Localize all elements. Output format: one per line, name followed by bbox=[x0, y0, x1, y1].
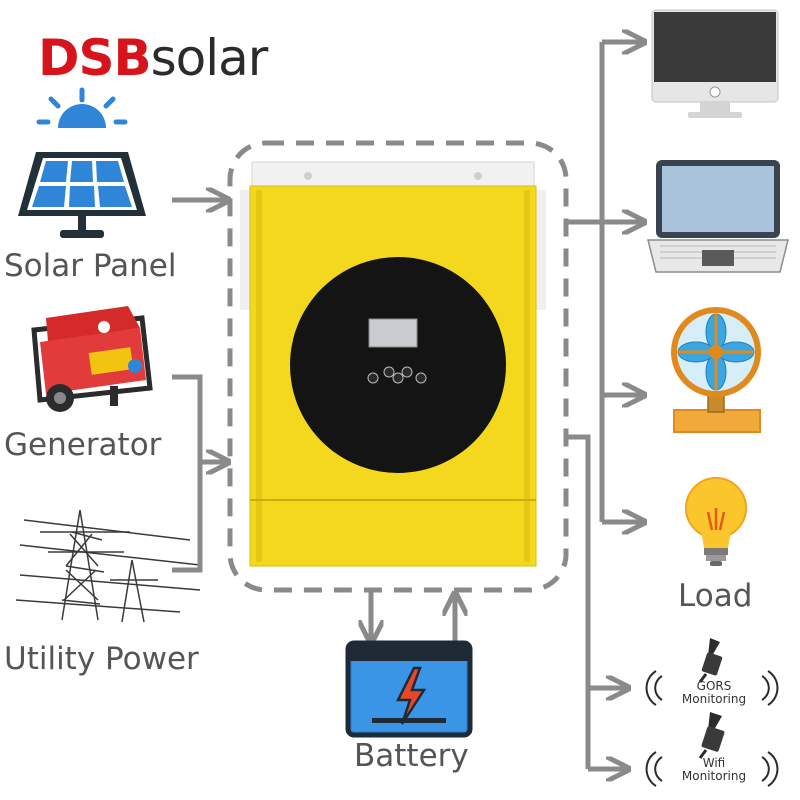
fan-icon bbox=[671, 307, 761, 433]
solar-panel-icon bbox=[18, 87, 146, 238]
gprs-label-line1: GORS bbox=[696, 679, 732, 693]
desktop-monitor-icon bbox=[651, 9, 779, 118]
utility-power-label: Utility Power bbox=[4, 641, 199, 677]
battery-icon bbox=[345, 640, 473, 738]
generator-icon bbox=[31, 306, 153, 412]
inverter-buttons bbox=[367, 366, 427, 384]
wifi-dongle-icon bbox=[645, 712, 779, 787]
gprs-label-line2: Monitoring bbox=[681, 692, 747, 706]
brand-logo-part2: solar bbox=[150, 29, 269, 87]
brand-logo-part1: DSB bbox=[38, 29, 152, 87]
inverter-lcd bbox=[368, 318, 418, 348]
monitoring-bus bbox=[568, 434, 591, 769]
generator-label: Generator bbox=[4, 427, 162, 463]
wifi-label-line2: Monitoring bbox=[681, 769, 747, 783]
inverter-unit bbox=[240, 161, 546, 567]
battery-label: Battery bbox=[354, 738, 469, 774]
load-label: Load bbox=[678, 578, 753, 614]
laptop-icon bbox=[647, 160, 789, 273]
inverter-display-disc bbox=[290, 257, 506, 473]
brand-logo: DSBsolar bbox=[38, 28, 269, 88]
utility-pylon-icon bbox=[15, 509, 201, 623]
gprs-dongle-icon bbox=[645, 638, 779, 706]
wifi-monitoring-label: Wifi Monitoring bbox=[672, 757, 756, 783]
wifi-label-line1: Wifi bbox=[702, 756, 726, 770]
gprs-monitoring-label: GORS Monitoring bbox=[672, 680, 756, 706]
inverter-dashed-frame bbox=[227, 140, 569, 593]
grid-bracket bbox=[172, 374, 203, 573]
solar-panel-label: Solar Panel bbox=[4, 248, 177, 284]
light-bulb-icon bbox=[685, 477, 747, 566]
